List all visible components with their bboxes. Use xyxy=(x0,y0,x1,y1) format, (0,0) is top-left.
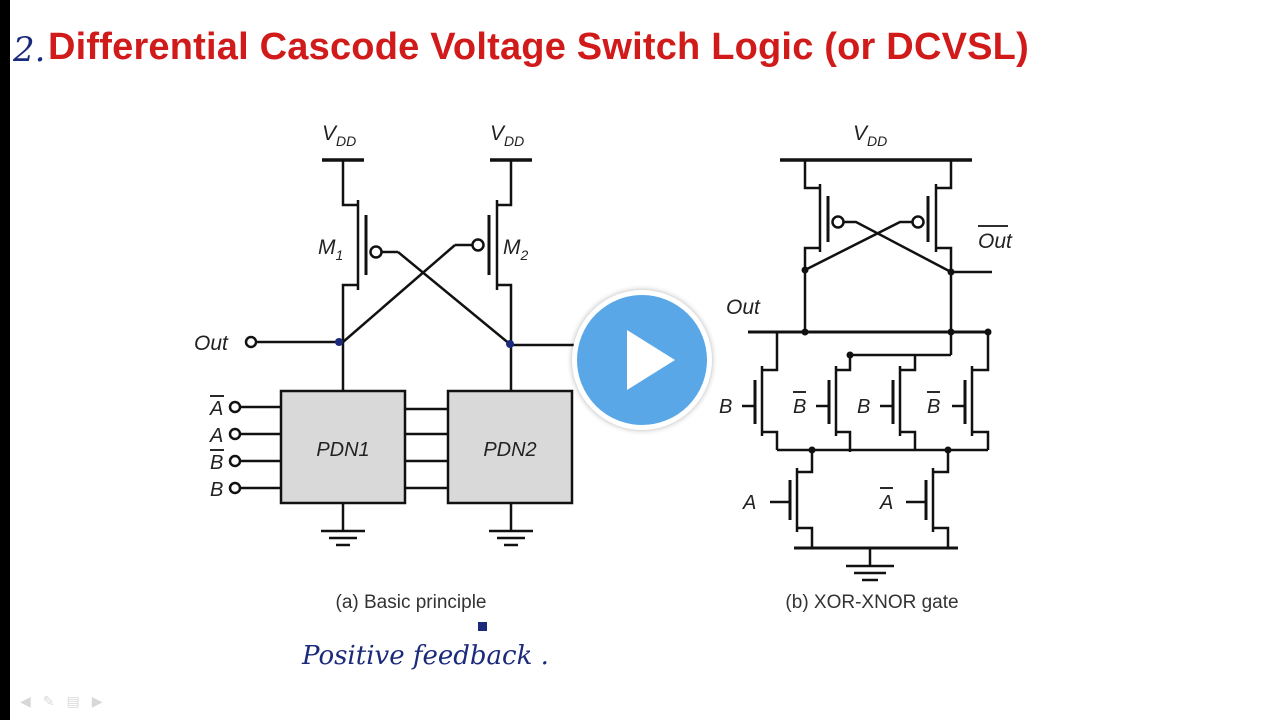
handwritten-note: Positive feedback . xyxy=(301,641,549,671)
pdn2-label: PDN2 xyxy=(483,439,536,461)
slide-title: Differential Cascode Voltage Switch Logi… xyxy=(48,26,1029,68)
slide-number: 2. xyxy=(13,30,46,70)
cross-wire-2 xyxy=(342,244,456,343)
m1-source xyxy=(341,160,358,207)
label-abar: A xyxy=(879,492,893,514)
m2-drain xyxy=(497,283,513,345)
label-bbar-1: B xyxy=(793,396,806,418)
right-node-dots xyxy=(801,266,992,454)
input-label-abar: A xyxy=(209,398,223,420)
node-dot-outbar xyxy=(506,340,514,348)
play-icon xyxy=(627,330,675,390)
m1-bubble xyxy=(369,245,383,259)
menu-icon[interactable]: ▤ xyxy=(66,693,80,709)
left-border xyxy=(0,0,10,720)
cursor-marker xyxy=(478,622,487,631)
outbar-label-right: Out xyxy=(978,230,1013,253)
caption-left: (a) Basic principle xyxy=(336,592,487,613)
cross-wire-1 xyxy=(397,251,512,346)
label-a: A xyxy=(742,492,756,514)
right-cross-2 xyxy=(804,220,912,272)
left-circuit xyxy=(228,158,580,547)
input-label-b: B xyxy=(210,479,223,501)
out-label-left: Out xyxy=(194,332,229,355)
input-terminal-1 xyxy=(228,400,242,414)
m2-bubble xyxy=(471,238,485,252)
out-label-right: Out xyxy=(726,296,761,319)
input-terminal-2 xyxy=(228,427,242,441)
prev-icon[interactable]: ◀ xyxy=(20,693,31,709)
m1-drain xyxy=(341,283,358,342)
pen-icon[interactable]: ✎ xyxy=(42,693,55,709)
vdd-label-1: VDD xyxy=(322,122,356,149)
pdn1-box xyxy=(279,389,407,505)
slide-controls: ◀ ✎ ▤ ▶ xyxy=(20,693,103,713)
label-b-2: B xyxy=(857,396,870,418)
input-terminal-3 xyxy=(228,454,242,468)
pdn2-box xyxy=(446,389,574,505)
play-button[interactable] xyxy=(572,290,712,430)
caption-right: (b) XOR-XNOR gate xyxy=(785,592,958,613)
m1-label: M1 xyxy=(318,236,343,263)
pdn1-label: PDN1 xyxy=(316,439,369,461)
out-terminal-left xyxy=(244,335,258,349)
vdd-label-right: VDD xyxy=(853,122,887,149)
right-circuit xyxy=(742,158,992,582)
vdd-label-2: VDD xyxy=(490,122,524,149)
next-icon[interactable]: ▶ xyxy=(91,693,103,709)
label-b-1: B xyxy=(719,396,732,418)
node-dot-out xyxy=(335,338,343,346)
m2-source xyxy=(497,160,513,207)
m2-label: M2 xyxy=(503,236,529,263)
input-label-a: A xyxy=(209,425,223,447)
label-bbar-2: B xyxy=(927,396,940,418)
input-terminal-4 xyxy=(228,481,242,495)
right-cross-1 xyxy=(844,220,952,274)
input-label-bbar: B xyxy=(210,452,223,474)
